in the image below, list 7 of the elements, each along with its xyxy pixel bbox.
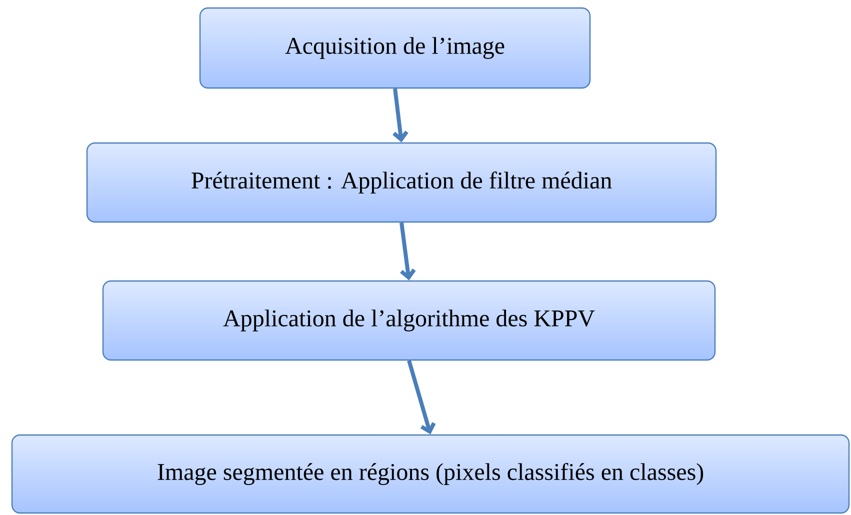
- process-box: Acquisition de l’image: [199, 7, 591, 89]
- process-box: Prétraitement : Application de filtre médian: [86, 142, 717, 223]
- arrow: [400, 222, 416, 280]
- arrow: [392, 88, 408, 142]
- process-box: Image segmentée en régions (pixels classifiés en classes): [11, 434, 850, 514]
- arrow: [407, 360, 436, 434]
- process-box: Application de l’algorithme des KPPV: [102, 280, 716, 361]
